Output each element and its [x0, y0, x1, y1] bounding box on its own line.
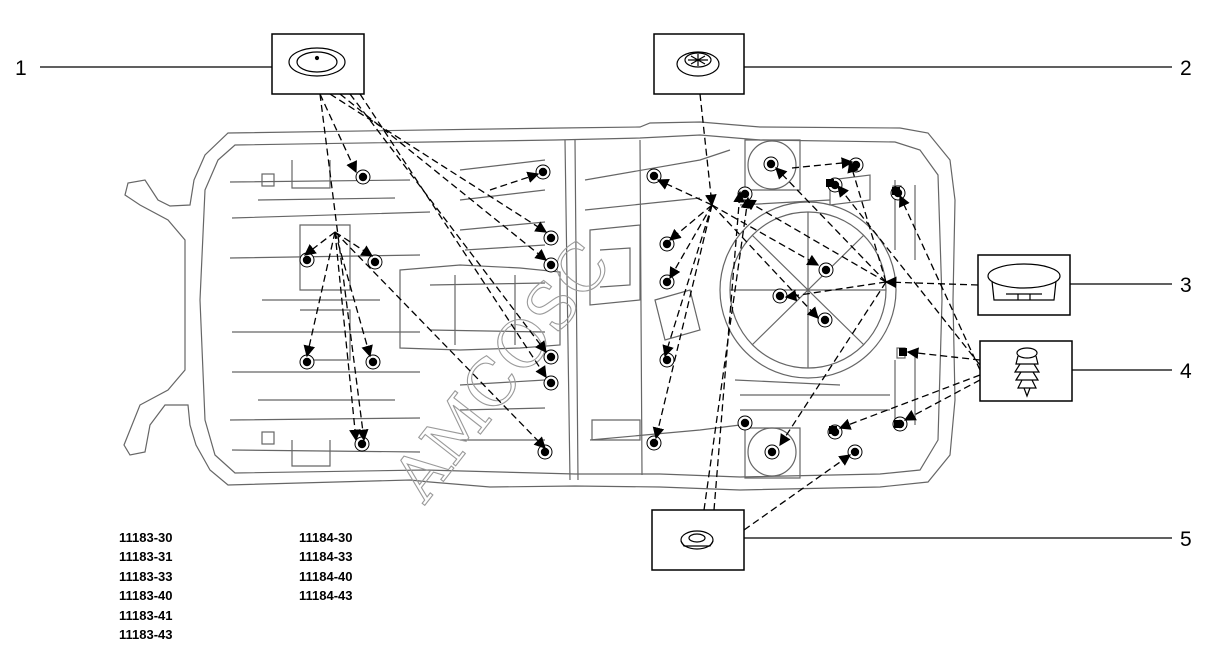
dashed-leader-arrow — [319, 93, 369, 442]
dashed-leader-arrow — [489, 171, 540, 191]
plug-hole-dot — [546, 233, 556, 243]
plug-hole-dot — [649, 171, 659, 181]
dashed-leader-arrow — [669, 204, 713, 280]
plug-hole-dot — [358, 172, 368, 182]
dashed-leader-arrow — [699, 93, 717, 207]
dashed-leader-arrow — [784, 281, 887, 302]
dashed-leader-arrow — [303, 231, 336, 358]
plug-hole-dot — [546, 378, 556, 388]
model-code: 11183-30 — [119, 530, 173, 545]
plug-hole-dot — [851, 160, 861, 170]
dashed-leader-arrow — [334, 231, 361, 442]
plug-hole-dot — [538, 167, 548, 177]
dashed-leader-arrow — [903, 379, 981, 421]
dashed-leader-arrow — [319, 93, 357, 174]
plug-hole-dot — [649, 438, 659, 448]
callout-number-2: 2 — [1180, 57, 1192, 80]
plug-hole-dot — [820, 315, 830, 325]
callout-number-5: 5 — [1180, 528, 1192, 551]
dashed-leader-arrow — [711, 204, 820, 266]
dashed-leader-arrow — [743, 199, 887, 283]
callout-box-4 — [979, 340, 1073, 402]
dashed-leader-arrow — [662, 204, 713, 358]
plug-holes — [299, 156, 908, 460]
dashed-leader-arrow — [775, 167, 887, 283]
model-code: 11184-33 — [299, 549, 353, 565]
dashed-leader-arrow — [334, 231, 546, 449]
plug-hole-dot — [767, 447, 777, 457]
dashed-leader-arrow — [652, 204, 713, 440]
plug-hole-dot — [302, 357, 312, 367]
cap-plug-icon — [987, 263, 1061, 301]
dashed-leader-arrow — [669, 204, 713, 241]
plug-hole-dot — [546, 260, 556, 270]
plug-hole-dot — [357, 439, 367, 449]
plug-hole-dot — [662, 355, 672, 365]
rubber-grommet-icon — [680, 530, 714, 550]
callout-number-1: 1 — [15, 57, 27, 80]
plug-hole-dot — [740, 418, 750, 428]
callout-box-5 — [651, 509, 745, 571]
dashed-leader-arrow — [743, 454, 852, 531]
callout-box-3 — [977, 254, 1071, 316]
plug-hole-dot — [662, 239, 672, 249]
dashed-leader-arrow — [791, 157, 854, 169]
clip-hole — [899, 348, 907, 356]
clip-hole — [894, 420, 902, 428]
callout-box-1 — [271, 33, 365, 95]
dashed-leader-arrow — [711, 204, 819, 319]
callout-number-3: 3 — [1180, 274, 1192, 297]
dashed-leader-arrow — [899, 194, 981, 371]
plug-hole-dot — [302, 255, 312, 265]
model-code: 11183-41 — [119, 607, 173, 623]
dashed-leader-arrow — [359, 93, 547, 379]
dashed-leader-arrow — [703, 196, 753, 511]
plug-hole-dot — [370, 257, 380, 267]
dashed-leader-arrow — [838, 374, 981, 430]
plug-hole-dot — [546, 352, 556, 362]
push-clip-icon — [1013, 347, 1041, 398]
dashed-leader-arrow — [329, 93, 548, 233]
dashed-leader-arrow — [837, 184, 981, 366]
model-code: 11184-40 — [299, 568, 353, 584]
model-code: 11184-30 — [299, 530, 353, 545]
model-code: 11183-33 — [119, 568, 173, 584]
dashed-leader-arrow — [349, 93, 547, 354]
plug-hole-dot — [766, 159, 776, 169]
plug-hole-dot — [740, 189, 750, 199]
dashed-leader-arrow — [339, 93, 548, 261]
clip-hole — [826, 179, 834, 187]
model-codes-left: 11183-30 11183-31 11183-33 11183-40 1118… — [119, 528, 173, 644]
dashed-leader-arrow — [884, 276, 979, 289]
plug-hole-dot — [662, 277, 672, 287]
plug-hole-dot — [775, 291, 785, 301]
model-code: 11184-43 — [299, 588, 353, 604]
dashed-leader-arrow — [713, 190, 745, 511]
callout-number-4: 4 — [1180, 360, 1192, 383]
model-code: 11183-40 — [119, 588, 173, 604]
dashed-leader-arrow — [906, 347, 981, 361]
plug-hole-dot — [368, 357, 378, 367]
plug-hole-dot — [821, 265, 831, 275]
leader-lines — [303, 93, 981, 531]
callout-lines — [40, 66, 1172, 539]
model-code: 11183-31 — [119, 549, 173, 565]
plug-hole-dot — [850, 447, 860, 457]
clip-hole — [829, 426, 837, 434]
callout-box-2 — [653, 33, 745, 95]
flat-plug-icon — [288, 47, 346, 77]
model-codes-right: 11184-30 11184-33 11184-40 11184-43 — [299, 528, 353, 606]
model-code: 11183-43 — [119, 627, 173, 643]
dashed-leader-arrow — [656, 179, 713, 206]
dashed-leader-arrow — [303, 231, 336, 256]
slotted-grommet-icon — [676, 51, 720, 77]
clip-hole — [892, 187, 900, 195]
plug-hole-dot — [540, 447, 550, 457]
dashed-leader-arrow — [847, 160, 887, 283]
dashed-leader-arrow — [334, 231, 374, 257]
